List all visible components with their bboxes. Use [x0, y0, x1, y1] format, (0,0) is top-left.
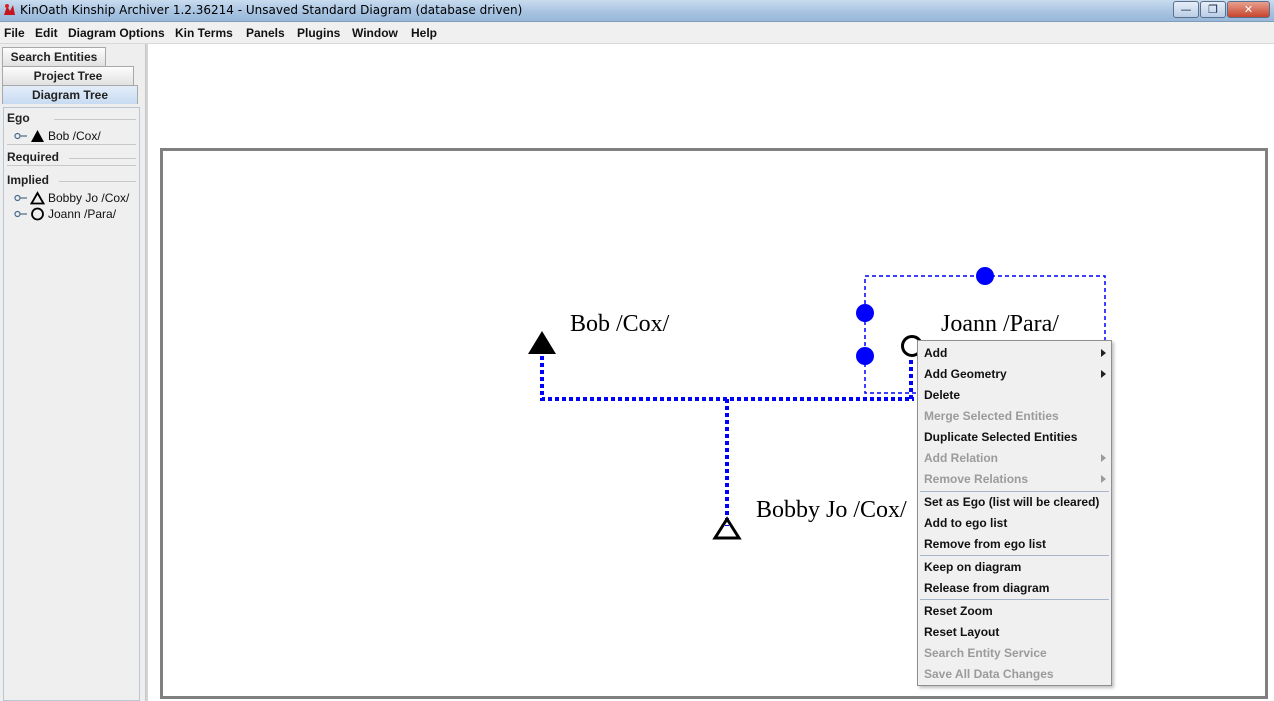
entity-bobby-jo-cox-label: Bobby Jo /Cox/: [756, 497, 907, 523]
entity-bob-cox-label: Bob /Cox/: [570, 311, 670, 337]
submenu-arrow-icon: [1101, 475, 1106, 483]
diagram-frame: [160, 148, 1268, 699]
submenu-arrow-icon: [1101, 349, 1106, 357]
submenu-arrow-icon: [1101, 454, 1106, 462]
group-required-label: Required: [7, 150, 60, 164]
context-menu: Add Add Geometry Delete Merge Selected E…: [917, 340, 1112, 686]
group-divider: [7, 144, 136, 145]
left-panel: Search Entities Project Tree Diagram Tre…: [0, 44, 146, 701]
group-implied: Implied: [7, 173, 137, 187]
menu-separator: [920, 491, 1109, 492]
app-logo-icon: [4, 4, 15, 15]
tree-node-label: Bob /Cox/: [48, 129, 101, 143]
maximize-button[interactable]: ❐: [1200, 1, 1226, 18]
menu-diagram-options[interactable]: Diagram Options: [68, 26, 165, 40]
menu-panels[interactable]: Panels: [246, 26, 285, 40]
diagram-tree: Ego Bob /Cox/ Required Implied Bobby Jo …: [3, 107, 140, 701]
menu-item-set-as-ego[interactable]: Set as Ego (list will be cleared): [924, 495, 1100, 509]
selection-handle: [856, 304, 874, 322]
close-button[interactable]: ✕: [1227, 1, 1270, 18]
menu-separator: [920, 555, 1109, 556]
menu-item-add[interactable]: Add: [924, 346, 948, 360]
tree-node-bob-cox[interactable]: Bob /Cox/: [14, 129, 101, 143]
menu-separator: [920, 599, 1109, 600]
filled-triangle-icon: [31, 130, 44, 142]
hollow-circle-icon: [31, 207, 44, 221]
selection-handle: [856, 347, 874, 365]
menu-file[interactable]: File: [4, 26, 25, 40]
group-implied-label: Implied: [7, 173, 50, 187]
menu-item-keep-on-diagram[interactable]: Keep on diagram: [924, 560, 1022, 574]
menu-plugins[interactable]: Plugins: [297, 26, 341, 40]
menu-help[interactable]: Help: [411, 26, 438, 40]
tree-node-joann-para[interactable]: Joann /Para/: [14, 207, 116, 221]
menu-item-search-entity-service: Search Entity Service: [924, 646, 1047, 660]
title-bar: KinOath Kinship Archiver 1.2.36214 - Uns…: [0, 0, 1274, 22]
tab-search-entities[interactable]: Search Entities: [2, 47, 106, 66]
window-title: KinOath Kinship Archiver 1.2.36214 - Uns…: [20, 3, 523, 17]
submenu-arrow-icon: [1101, 370, 1106, 378]
minimize-button[interactable]: —: [1173, 1, 1199, 18]
group-divider: [54, 119, 136, 120]
menu-item-release-from-diagram[interactable]: Release from diagram: [924, 581, 1050, 595]
tree-node-label: Joann /Para/: [48, 207, 117, 221]
menu-item-add-relation: Add Relation: [924, 451, 998, 465]
tree-handle-icon: [14, 194, 27, 202]
tree-handle-icon: [14, 132, 27, 140]
selection-handle: [976, 267, 994, 285]
entity-bob-cox-symbol: [528, 331, 556, 354]
tab-diagram-tree[interactable]: Diagram Tree: [2, 85, 138, 104]
relation-line-bob: [540, 356, 914, 401]
tree-handle-icon: [14, 210, 27, 218]
tree-node-bobby-jo-cox[interactable]: Bobby Jo /Cox/: [14, 191, 129, 205]
panel-splitter[interactable]: [146, 44, 148, 701]
menu-item-reset-zoom[interactable]: Reset Zoom: [924, 604, 993, 618]
group-required: Required: [7, 150, 137, 164]
menu-bar: File Edit Diagram Options Kin Terms Pane…: [0, 22, 1274, 44]
kinship-diagram[interactable]: Bob /Cox/ Joann /Para/ Bobby Jo /Cox/: [148, 44, 1274, 701]
menu-item-remove-relations: Remove Relations: [924, 472, 1029, 486]
menu-item-duplicate-selected-entities[interactable]: Duplicate Selected Entities: [924, 430, 1078, 444]
menu-edit[interactable]: Edit: [35, 26, 58, 40]
group-divider: [7, 165, 136, 166]
menu-item-add-to-ego-list[interactable]: Add to ego list: [924, 516, 1008, 530]
menu-kin-terms[interactable]: Kin Terms: [175, 26, 233, 40]
menu-item-delete[interactable]: Delete: [924, 388, 961, 402]
group-ego: Ego: [7, 111, 137, 125]
tab-project-tree[interactable]: Project Tree: [2, 66, 134, 85]
entity-joann-para-label: Joann /Para/: [941, 311, 1059, 337]
group-ego-label: Ego: [7, 111, 30, 125]
menu-item-remove-from-ego-list[interactable]: Remove from ego list: [924, 537, 1047, 551]
menu-item-merge-selected-entities: Merge Selected Entities: [924, 409, 1059, 423]
tree-node-label: Bobby Jo /Cox/: [48, 191, 130, 205]
group-divider: [59, 181, 136, 182]
entity-bobby-jo-cox-symbol: [712, 516, 742, 540]
menu-window[interactable]: Window: [352, 26, 398, 40]
menu-item-add-geometry[interactable]: Add Geometry: [924, 367, 1007, 381]
menu-item-reset-layout[interactable]: Reset Layout: [924, 625, 1000, 639]
group-divider: [69, 158, 136, 159]
hollow-triangle-icon: [30, 191, 45, 205]
menu-item-save-all-data-changes: Save All Data Changes: [924, 667, 1054, 681]
